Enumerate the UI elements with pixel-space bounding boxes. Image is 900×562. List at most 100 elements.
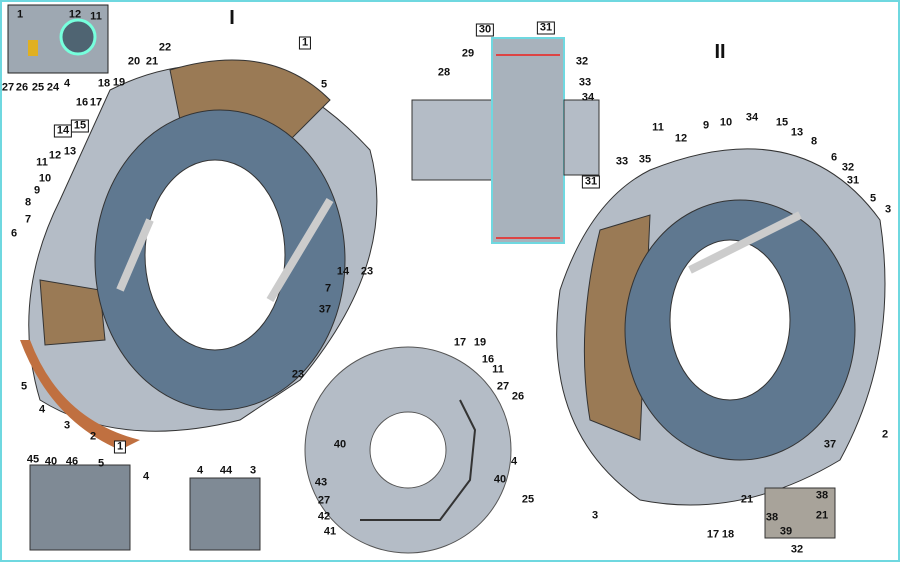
callout-label: 11 — [90, 10, 102, 23]
callout-label: 13 — [790, 126, 804, 139]
callout-label: 14 — [336, 265, 350, 278]
callout-label: 8 — [810, 135, 818, 148]
callout-label: 7 — [24, 213, 32, 226]
callout-label: 11 — [36, 156, 48, 169]
callout-label: 5 — [97, 457, 105, 470]
callout-label: 8 — [24, 196, 32, 209]
callout-label: 3 — [884, 203, 892, 216]
callout-label: 41 — [323, 525, 337, 538]
callout-label: 32 — [790, 543, 804, 556]
inset-wheel-cylinder — [7, 4, 109, 74]
callout-label: 18 — [97, 77, 111, 90]
callout-label: 2 — [881, 428, 889, 441]
callout-label: 43 — [314, 476, 328, 489]
callout-label: 31 — [536, 21, 556, 35]
callout-label: 19 — [112, 76, 126, 89]
callout-label: 22 — [158, 41, 172, 54]
callout-label: 30 — [475, 23, 495, 37]
callout-label: 9 — [702, 119, 710, 132]
callout-label: 1 — [298, 36, 312, 50]
callout-label: 3 — [591, 509, 599, 522]
callout-label: 17 — [706, 528, 720, 541]
callout-label: 21 — [740, 493, 754, 506]
callout-label: 45 — [26, 453, 40, 466]
callout-label: 32 — [841, 161, 855, 174]
callout-label: 13 — [63, 145, 77, 158]
callout-label: 1 — [16, 8, 24, 21]
callout-label: 9 — [33, 184, 41, 197]
callout-label: 38 — [765, 511, 779, 524]
callout-label: 4 — [510, 455, 518, 468]
callout-label: 3 — [63, 419, 71, 432]
callout-label: 17 — [453, 336, 467, 349]
callout-label: 25 — [31, 81, 45, 94]
callout-label: 11 — [492, 363, 504, 376]
callout-label: 31 — [581, 175, 601, 189]
callout-label: 21 — [815, 509, 829, 522]
callout-label: 4 — [63, 77, 71, 90]
callout-label: 20 — [127, 55, 141, 68]
callout-label: 14 — [53, 124, 73, 138]
callout-label: 38 — [815, 489, 829, 502]
callout-label: 32 — [575, 55, 589, 68]
callout-label: 23 — [360, 265, 374, 278]
callout-label: 4 — [196, 464, 204, 477]
callout-label: 10 — [719, 116, 733, 129]
callout-label: 26 — [15, 81, 29, 94]
brake-mechanism-II — [556, 148, 886, 506]
brake-mechanism-I — [20, 59, 378, 450]
callout-label: 27 — [496, 380, 510, 393]
brake-chamber — [411, 37, 600, 244]
callout-label: 1 — [113, 440, 127, 454]
callout-label: 12 — [674, 132, 688, 145]
callout-label: 34 — [745, 111, 759, 124]
callout-label: 5 — [20, 380, 28, 393]
callout-label: 16 — [75, 96, 89, 109]
callout-label: 17 — [89, 96, 103, 109]
callout-label: 33 — [615, 155, 629, 168]
callout-label: 37 — [823, 438, 837, 451]
brake-disc — [304, 346, 512, 554]
callout-label: 5 — [320, 78, 328, 91]
callout-label: 31 — [846, 174, 860, 187]
callout-label: 2 — [89, 430, 97, 443]
figure-title-right: II — [714, 41, 726, 63]
callout-label: 11 — [652, 121, 664, 134]
inset-bottom-right — [764, 487, 836, 539]
callout-label: 4 — [142, 470, 150, 483]
callout-label: 16 — [481, 353, 495, 366]
callout-label: 5 — [869, 192, 877, 205]
callout-label: 10 — [38, 172, 52, 185]
callout-label: 34 — [581, 91, 595, 104]
callout-label: 42 — [317, 510, 331, 523]
callout-label: 40 — [333, 438, 347, 451]
callout-label: 46 — [65, 455, 79, 468]
callout-label: 37 — [318, 303, 332, 316]
figure-title-left: I — [229, 7, 235, 29]
callout-label: 40 — [44, 455, 58, 468]
callout-label: 3 — [249, 464, 257, 477]
callout-label: 23 — [291, 368, 305, 381]
callout-label: 44 — [219, 464, 233, 477]
callout-label: 18 — [721, 528, 735, 541]
callout-label: 12 — [48, 149, 62, 162]
callout-label: 6 — [10, 227, 18, 240]
callout-label: 28 — [437, 66, 451, 79]
callout-label: 6 — [830, 151, 838, 164]
callout-label: 40 — [493, 473, 507, 486]
callout-label: 15 — [70, 119, 90, 133]
inset-bottom-left-2 — [189, 477, 261, 551]
callout-label: 12 — [68, 8, 82, 21]
callout-label: 4 — [38, 403, 46, 416]
callout-label: 33 — [578, 76, 592, 89]
callout-label: 24 — [46, 81, 60, 94]
callout-label: 27 — [1, 81, 15, 94]
callout-label: 7 — [324, 282, 332, 295]
callout-label: 19 — [473, 336, 487, 349]
callout-label: 39 — [779, 525, 793, 538]
callout-label: 25 — [521, 493, 535, 506]
callout-label: 15 — [775, 116, 789, 129]
inset-bottom-left-1 — [29, 464, 131, 551]
